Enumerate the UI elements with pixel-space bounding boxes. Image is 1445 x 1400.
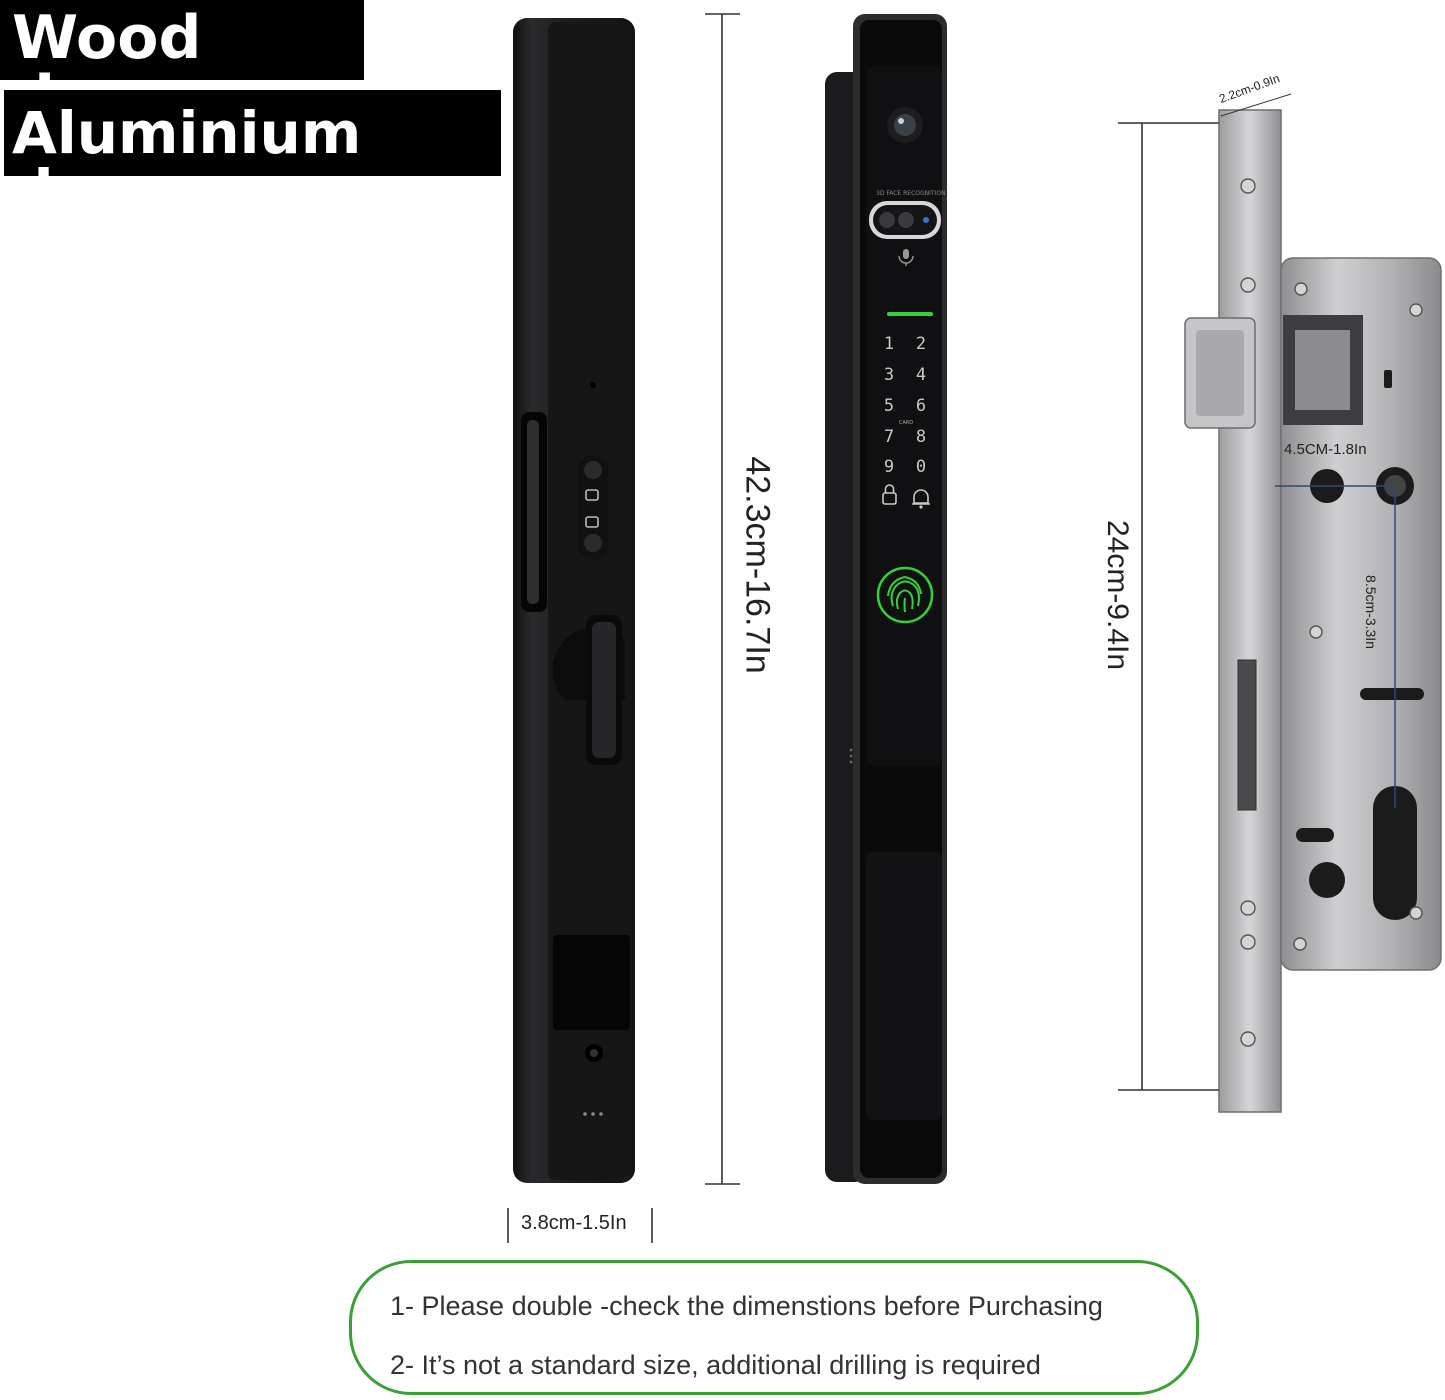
key-1: 1 [884,334,894,354]
lock-case-height-dimension: 24cm-9.4In [1101,519,1134,671]
wood-door-label: Wood door [0,0,364,128]
key-4: 4 [916,365,926,385]
mortise-lock-case [1184,109,1442,1113]
key-6: 6 [916,396,926,416]
note-drilling-required: 2- It’s not a standard size, additional … [390,1350,1041,1380]
key-9: 9 [884,457,894,477]
screw-icons [1240,178,1423,1047]
front-smart-lock: 3D FACE RECOGNITION 1 2 3 4 5 6 7 8 9 [825,14,947,1184]
center-distance-dimension: 8.5cm-3.3In [1363,575,1379,649]
backset-dimension: 4.5CM-1.8In [1284,441,1367,458]
camera-icon [887,107,923,143]
key-0: 0 [916,457,926,477]
key-2: 2 [916,334,926,354]
aluminium-door-label: Aluminium door [4,90,501,220]
card-text: CARD [899,420,913,426]
microphone-icon [898,249,914,266]
key-3: 3 [884,365,894,385]
fingerprint-icon [876,566,934,624]
face-recognition-text: 3D FACE RECOGNITION [876,190,946,197]
width-dimension: 3.8cm-1.5In [521,1212,627,1234]
back-lock-panel [513,18,635,1183]
keypad: 1 2 3 4 5 6 7 8 9 0 [884,334,926,477]
notice-box: 1- Please double -check the dimenstions … [349,1260,1199,1395]
note-dimension-check: 1- Please double -check the dimenstions … [390,1291,1103,1321]
lock-icon [882,484,897,505]
lock-switch-icon [578,455,608,560]
bell-icon [912,489,930,509]
dimension-lines [507,13,1292,1243]
key-8: 8 [916,427,926,447]
key-7: 7 [884,427,894,447]
face-sensor-icon [869,201,941,239]
thumb-turn-knob [552,615,625,765]
total-height-dimension: 42.3cm-16.7In [738,456,777,674]
key-5: 5 [884,396,894,416]
